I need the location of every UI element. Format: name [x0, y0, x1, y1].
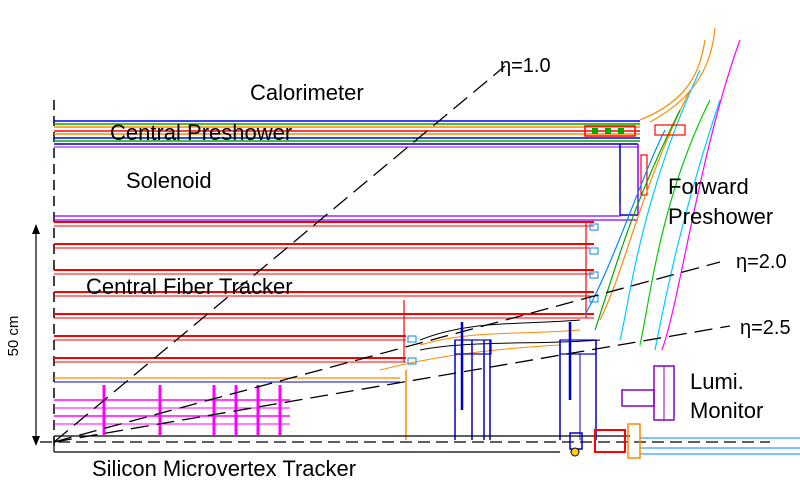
- scale-bar: [32, 224, 40, 446]
- central-fiber-tracker-barrels: [54, 221, 599, 365]
- scale-bar-label: 50 cm: [5, 316, 22, 357]
- central-preshower-label: Central Preshower: [110, 120, 292, 145]
- smt-barrels: [54, 385, 290, 435]
- support-structures: [54, 319, 601, 440]
- central-preshower-layers: [54, 120, 640, 142]
- beampipe: [53, 435, 800, 455]
- eta-1-0-label: η=1.0: [500, 55, 551, 77]
- forward-flange: [569, 423, 641, 459]
- forward-preshower-curves: [584, 27, 741, 351]
- forward-preshower-label-line1: Forward: [668, 174, 749, 199]
- lumi-monitor: [621, 365, 675, 421]
- eta-2-0-label: η=2.0: [736, 251, 787, 273]
- lumi-monitor-label-line2: Monitor: [690, 398, 763, 423]
- eta-2-5-label: η=2.5: [740, 317, 791, 339]
- lumi-monitor-label-line1: Lumi.: [690, 369, 744, 394]
- forward-preshower-label-line2: Preshower: [668, 204, 773, 229]
- solenoid-label: Solenoid: [126, 168, 212, 193]
- eta-2-0-line: [53, 261, 721, 443]
- central-fiber-tracker-label: Central Fiber Tracker: [86, 274, 293, 299]
- calorimeter-label: Calorimeter: [250, 80, 364, 105]
- eta-2-5-line: [53, 325, 731, 443]
- eta-1-0-line: [53, 65, 506, 443]
- silicon-microvertex-tracker-label: Silicon Microvertex Tracker: [92, 456, 356, 481]
